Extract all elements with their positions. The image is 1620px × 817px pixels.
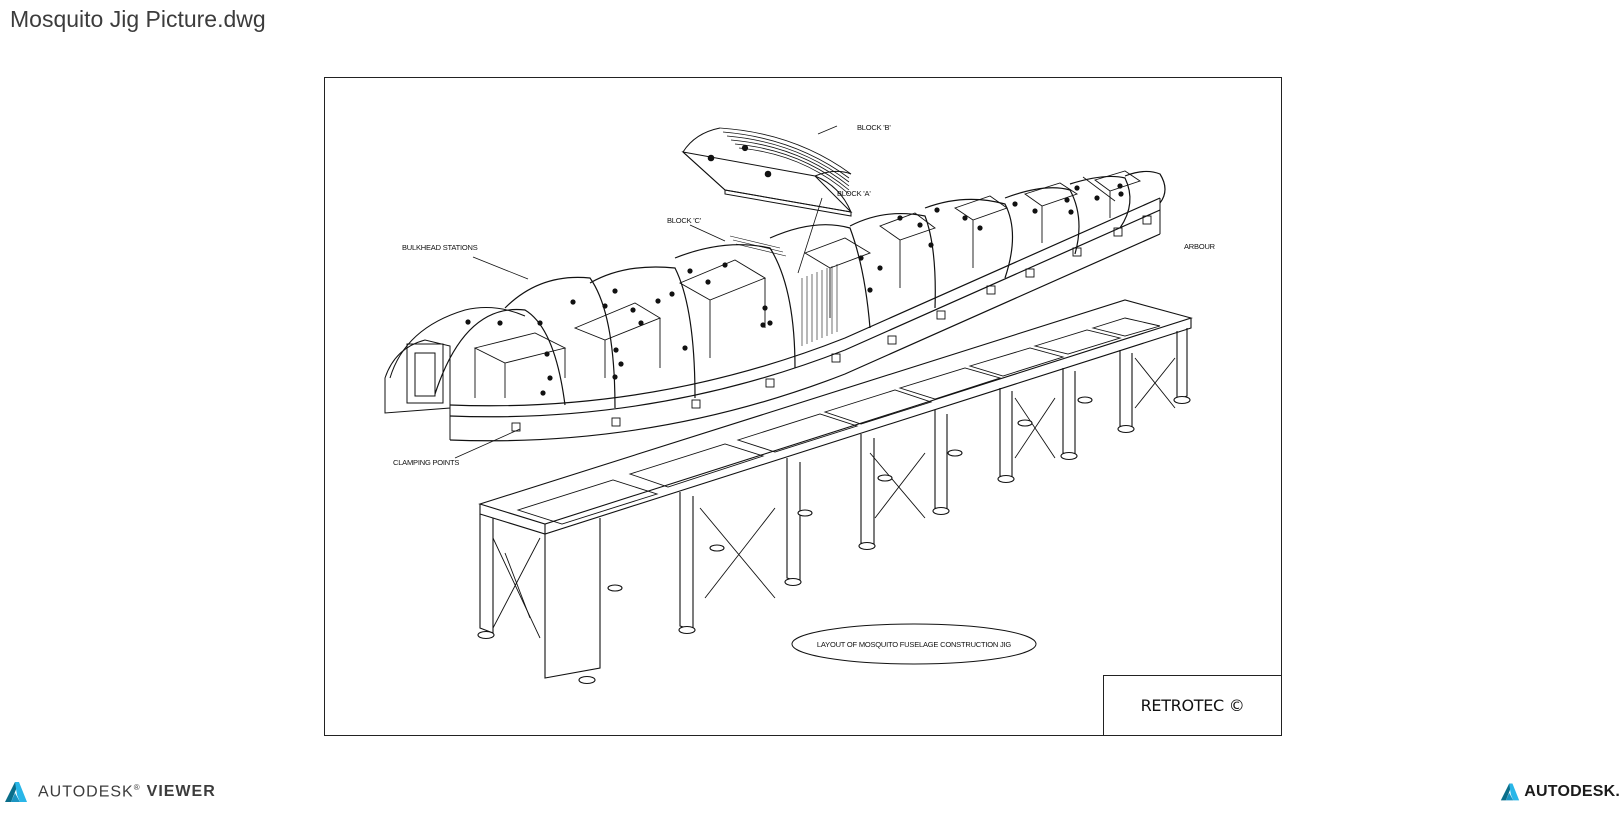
autodesk-logo-icon <box>1501 783 1520 801</box>
autodesk-brand-link[interactable]: AUTODESK. <box>1500 780 1620 804</box>
fuselage-jig-drawing <box>384 170 1166 442</box>
title-block-text: RETROTEC © <box>1140 696 1245 715</box>
footer-right-brand-text: AUTODESK. <box>1524 783 1620 800</box>
layout-caption: LAYOUT OF MOSQUITO FUSELAGE CONSTRUCTION… <box>817 640 1012 649</box>
drawing-sheet[interactable]: BLOCK 'B' BLOCK 'A' BLOCK 'C' BULKHEAD S… <box>324 77 1282 736</box>
block-b-drawing <box>681 127 853 217</box>
label-block-a: BLOCK 'A' <box>837 189 871 198</box>
footer-brand-text: AUTODESK <box>38 783 134 801</box>
label-bulkhead-stations: BULKHEAD STATIONS <box>402 243 478 252</box>
label-block-b: BLOCK 'B' <box>857 123 891 132</box>
footer-product-text: VIEWER <box>146 783 216 801</box>
title-block: RETROTEC © <box>1103 675 1281 735</box>
file-title: Mosquito Jig Picture.dwg <box>10 6 266 32</box>
support-frame-drawing <box>477 299 1193 685</box>
caption-oval <box>791 623 1037 665</box>
leader-lines <box>454 125 1116 459</box>
drawing-canvas[interactable]: BLOCK 'B' BLOCK 'A' BLOCK 'C' BULKHEAD S… <box>325 78 1281 735</box>
label-arbour: ARBOUR <box>1184 242 1216 251</box>
autodesk-logo-icon <box>5 782 27 802</box>
label-clamping-points: CLAMPING POINTS <box>393 458 459 467</box>
label-block-c: BLOCK 'C' <box>667 216 702 225</box>
autodesk-viewer-brand[interactable]: AUTODESK® VIEWER <box>4 780 216 804</box>
footer-trademark: ® <box>133 782 141 792</box>
